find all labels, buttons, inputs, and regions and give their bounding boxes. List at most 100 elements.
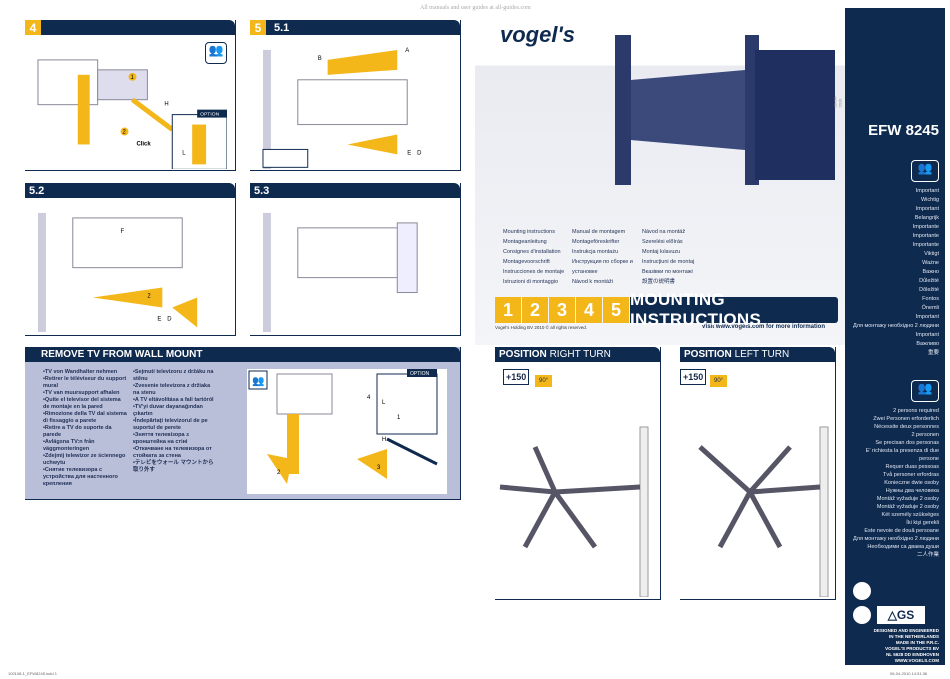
sidebar-text: Important (915, 314, 939, 320)
position-title-light: RIGHT TURN (549, 349, 611, 360)
sidebar-text: Необходими са двама души (867, 544, 939, 550)
callout-h: H (164, 102, 168, 108)
remove-tv-title: REMOVE TV FROM WALL MOUNT (25, 347, 460, 362)
substep-label: 5.1 (274, 21, 290, 34)
step-1: 1 (495, 297, 521, 323)
step-5-3-panel: 5.3 (250, 183, 461, 336)
two-persons-icon: 👥 (911, 380, 939, 402)
callout-4: 4 (367, 395, 371, 401)
sidebar-text: Viktigt (924, 251, 939, 257)
sidebar-text: Fontos (922, 296, 939, 302)
substep-label: 5.2 (29, 184, 45, 197)
callout-1: 1 (130, 75, 134, 81)
callout-d: D (167, 316, 172, 322)
callout-1: 1 (397, 415, 401, 421)
model-number: EFW 8245 (868, 122, 939, 139)
sidebar-text: Dôležité (919, 287, 939, 293)
remove-instructions-col2: •Sejmutí televizoru z držáku na stěnu•Zv… (133, 369, 214, 473)
remove-instructions-col1: •TV von Wandhalter nehmen•Retirer le tél… (43, 369, 127, 487)
print-file: 100108-1_EFW8245.indd 1 (8, 671, 57, 676)
callout-3: 3 (377, 465, 381, 471)
sidebar-text: Se precisan dos personas (875, 440, 939, 446)
plus-150: +150 (503, 369, 530, 385)
sidebar-text: Nécessite deux personnes (874, 424, 939, 430)
two-persons-icon: 👥 (252, 376, 264, 387)
sidebar-text: Для монтажу необхідно 2 людини Important (853, 323, 939, 338)
sidebar-text: Wichtig (920, 197, 939, 203)
step-5: 5 (603, 297, 629, 323)
callout-e: E (407, 150, 411, 156)
position-right-turn-panel: POSITION RIGHT TURN +150 90° (495, 347, 661, 600)
callout-f: F (121, 229, 125, 235)
sidebar-text: Konieczne dwie osoby (884, 480, 939, 486)
certification-icon (853, 582, 871, 600)
sidebar-text: 2 personen (911, 432, 939, 438)
callout-e: E (157, 316, 161, 322)
substep-label: 5.3 (254, 184, 270, 197)
sidebar-text: 重要 (927, 350, 939, 356)
position-title-light: LEFT TURN (734, 349, 790, 360)
cover-area: vogel's 06-04-2010 Mounting instructions… (475, 0, 845, 345)
callout-h: H (382, 437, 386, 443)
sidebar-text: Важливо (916, 341, 939, 347)
step-3: 3 (549, 297, 575, 323)
print-date: 06-04-2010 (832, 95, 843, 108)
sidebar-text: E' richiesta la presenza di due persone (865, 448, 939, 462)
position-left-turn-panel: POSITION LEFT TURN +150 90° (680, 347, 836, 600)
position-title-bold: POSITION (684, 349, 732, 360)
sidebar-text: Нужны два человека (885, 488, 939, 494)
step-5-3-illustration (262, 212, 418, 333)
sidebar-text: Important (915, 206, 939, 212)
angle-90: 90° (710, 375, 728, 387)
sidebar-text: Montáž vyžaduje 2 osoby (876, 504, 939, 510)
sidebar-text: Önemli (921, 305, 939, 311)
important-icon: 👥 (911, 160, 939, 182)
watermark: All manuals and user guides at all-guide… (420, 5, 531, 11)
option-label: OPTION (200, 112, 219, 118)
step-number: 4 (25, 20, 41, 35)
click-label: Click (136, 141, 151, 147)
callout-2: 2 (123, 130, 127, 136)
recycle-icon (853, 606, 871, 624)
callout-a: A (405, 48, 409, 54)
position-title-bold: POSITION (499, 349, 547, 360)
callout-2: 2 (147, 294, 151, 300)
two-persons-icon: 👥 (205, 42, 227, 64)
sidebar-text: Este nevoie de două persoane (864, 528, 939, 534)
step-number: 5 (250, 20, 266, 35)
sidebar-text: Két személy szükséges (881, 512, 939, 518)
sidebar-text: Importante (912, 242, 939, 248)
callout-2: 2 (277, 470, 281, 476)
mounting-instructions-title: MOUNTING INSTRUCTIONS (630, 290, 838, 329)
plus-150: +150 (680, 369, 707, 385)
sidebar-text: Requer duas pessoas (885, 464, 939, 470)
sidebar-text: Zwei Personen erforderlich (873, 416, 939, 422)
callout-b: B (318, 56, 322, 62)
angle-90: 90° (535, 375, 553, 387)
visit-link[interactable]: Visit www.vogels.com for more informatio… (701, 324, 825, 330)
sidebar-text: Ważne (922, 260, 939, 266)
sidebar-text: Для монтажу необхідно 2 людини (853, 536, 939, 542)
sidebar-text: Important (915, 188, 939, 194)
sidebar-text: Montáž vyžaduje 2 osoby (876, 496, 939, 502)
sidebar-text: Belangrijk (914, 215, 939, 221)
gs-mark-icon: △GS (877, 606, 925, 624)
sidebar-text: Två personer erfordras (883, 472, 939, 478)
sidebar-text: Важно (922, 269, 939, 275)
left-turn-diagram (698, 426, 829, 597)
sidebar-text: İki kişi gerekli (906, 520, 939, 526)
sidebar-text: 2 persons required (893, 408, 939, 414)
right-turn-diagram (499, 426, 649, 597)
callout-d: D (417, 150, 422, 156)
copyright: Vogel's Holding BV 2010 © all rights res… (495, 325, 587, 330)
